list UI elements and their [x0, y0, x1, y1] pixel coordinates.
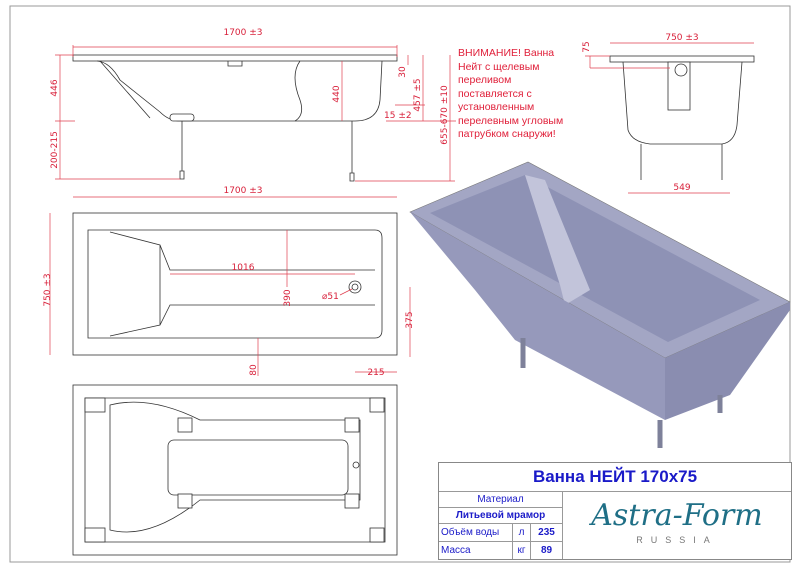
mass-unit: кг	[513, 542, 531, 559]
mass-label: Масса	[439, 542, 513, 559]
astra-form-logo: Astra-Form RUSSIA	[563, 492, 791, 559]
dim-legs: 200-215	[50, 131, 60, 169]
material-label: Материал	[439, 492, 563, 508]
warning-line: перелевным угловым	[458, 114, 564, 127]
dim-549: 549	[673, 183, 690, 193]
dim-80: 80	[249, 364, 259, 376]
logo-text: Astra-Form	[591, 498, 763, 533]
dim-1016: 1016	[232, 263, 255, 273]
dim-446: 446	[50, 79, 60, 96]
dim-390: 390	[283, 289, 293, 306]
side-view: 1700 ±3 1700 ±3 446 200-215 440 30 457 ±…	[50, 28, 456, 198]
dim-215: 215	[367, 368, 384, 378]
warning-note: ВНИМАНИЕ! Ванна Нейт с щелевым переливом…	[458, 47, 598, 142]
material-value: Литьевой мрамор	[439, 508, 563, 524]
bathtub-3d-render	[409, 161, 791, 448]
dim-top-width: 750 ±3	[43, 273, 53, 306]
top-view: 750 ±3 1016 390 ⌀51 375 80 215	[43, 212, 415, 378]
warning-line: патрубком снаружи!	[458, 128, 556, 140]
warning-line: переливом	[458, 74, 512, 86]
volume-label: Объём воды	[439, 524, 513, 542]
volume-value: 235	[531, 524, 563, 542]
mass-value: 89	[531, 542, 563, 559]
dim-end-width: 750 ±3	[665, 33, 698, 43]
dim-length-top: 1700 ±3	[223, 186, 262, 196]
product-title: Ванна НЕЙТ 170x75	[439, 463, 791, 492]
end-view: 750 ±3 75 549	[582, 33, 755, 194]
logo-subtitle: RUSSIA	[636, 535, 718, 545]
dim-375: 375	[405, 311, 415, 328]
dim-drain-diameter: ⌀51	[322, 292, 339, 302]
dim-457: 457 ±5	[413, 78, 423, 111]
dim-75: 75	[582, 41, 592, 52]
warning-line: поставляется с	[458, 87, 532, 100]
dim-length: 1700 ±3	[223, 28, 262, 38]
warning-line: установленным	[458, 101, 535, 113]
dim-total-height: 655-670 ±10	[440, 85, 450, 145]
sheet-frame	[9, 5, 791, 563]
dim-30: 30	[398, 66, 408, 78]
volume-unit: л	[513, 524, 531, 542]
warning-line: ВНИМАНИЕ! Ванна	[458, 47, 555, 59]
dim-wall: 15 ±2	[384, 111, 412, 121]
dim-440: 440	[332, 85, 342, 102]
warning-line: Нейт с щелевым	[458, 60, 540, 73]
bottom-view	[72, 384, 398, 556]
title-block: Ванна НЕЙТ 170x75 Материал Литьевой мрам…	[438, 462, 792, 560]
